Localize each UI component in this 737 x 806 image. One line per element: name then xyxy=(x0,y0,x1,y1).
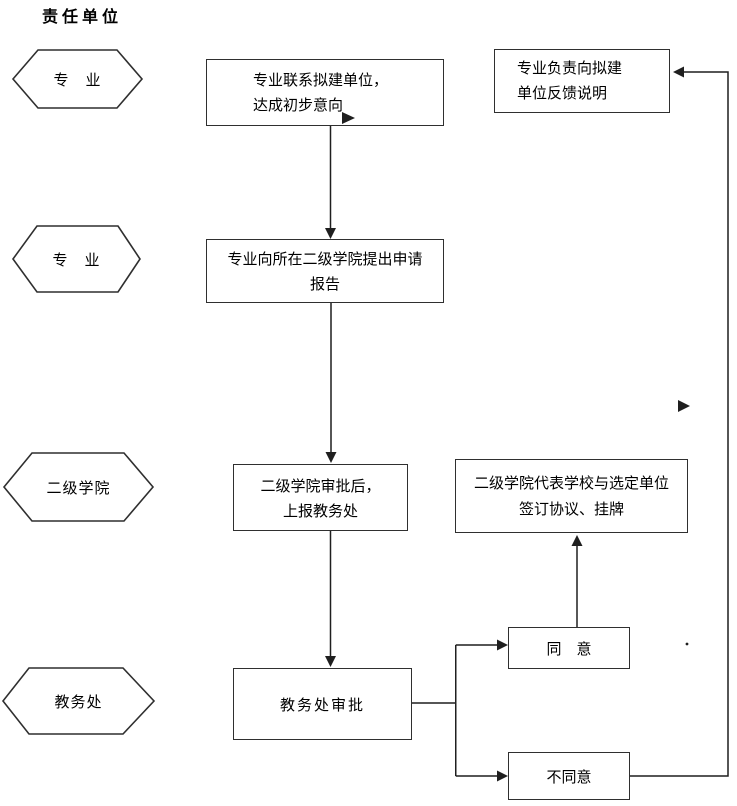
feedback-loop-line xyxy=(630,71,729,777)
small-dot-mark xyxy=(685,642,689,646)
node-feedback-line-2: 单位反馈说明 xyxy=(517,86,608,102)
node-sign-agreement: 二级学院代表学校与选定单位 签订协议、挂牌 xyxy=(455,459,688,533)
arrowhead-down-2 xyxy=(325,452,337,463)
node-agree-label: 同 意 xyxy=(546,641,592,658)
stray-right-arrowhead xyxy=(678,400,690,412)
node-college-approve: 二级学院审批后， 上报教务处 xyxy=(233,464,408,531)
node-apply-report: 专业向所在二级学院提出申请 报告 xyxy=(206,239,444,303)
arrowhead-left-feedback xyxy=(673,66,684,78)
node-feedback-line-1: 专业负责向拟建 xyxy=(517,61,623,77)
hexagon-lane-major-2 xyxy=(12,225,141,293)
node-disagree-label: 不同意 xyxy=(546,769,592,786)
node-apply-line-2: 报告 xyxy=(309,277,340,293)
node-contact-unit: 专业联系拟建单位， 达成初步意向 xyxy=(206,59,444,126)
contact-box-inner-arrowhead xyxy=(342,112,355,124)
arrowhead-right-disagree xyxy=(497,770,508,782)
hexagon-lane-aao xyxy=(1,667,156,735)
node-contact-line-1: 专业联系拟建单位， xyxy=(253,73,389,89)
node-contact-line-2: 达成初步意向 xyxy=(253,98,344,114)
node-sign-line-2: 签订协议、挂牌 xyxy=(518,502,624,518)
node-aao-label: 教务处审批 xyxy=(279,697,365,714)
arrowhead-right-agree xyxy=(497,639,508,651)
node-sign-line-1: 二级学院代表学校与选定单位 xyxy=(473,476,669,492)
node-apply-line-1: 专业向所在二级学院提出申请 xyxy=(227,252,423,268)
node-aao-approve: 教务处审批 xyxy=(233,668,412,740)
hexagon-lane-major-1 xyxy=(11,49,144,109)
node-feedback-explanation: 专业负责向拟建 单位反馈说明 xyxy=(494,49,670,113)
arrowhead-up-sign xyxy=(571,535,583,546)
node-college-line-2: 上报教务处 xyxy=(282,504,358,520)
node-disagree: 不同意 xyxy=(508,752,630,800)
node-agree: 同 意 xyxy=(508,627,630,669)
hexagon-lane-college xyxy=(2,452,155,522)
arrowhead-down-3 xyxy=(325,656,336,667)
node-college-line-1: 二级学院审批后， xyxy=(260,479,381,495)
page-title: 责任单位 xyxy=(42,9,123,26)
arrowhead-down-1 xyxy=(325,228,336,239)
